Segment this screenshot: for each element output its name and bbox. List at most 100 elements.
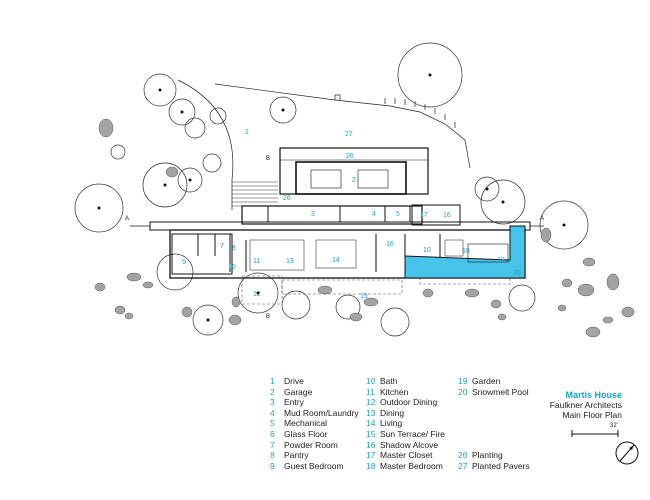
room-label-17: 17	[420, 212, 428, 219]
legend-spacer	[458, 418, 530, 429]
garage-block	[279, 147, 429, 195]
legend-number: 19	[458, 376, 468, 386]
project-name: Martis House	[565, 390, 622, 400]
boulders	[94, 118, 635, 338]
scale-bar	[571, 430, 619, 437]
legend-label: Glass Floor	[284, 428, 328, 439]
legend-number: 15	[366, 428, 376, 439]
legend-label: Shadow Alcove	[380, 439, 439, 450]
room-label-2: 2	[352, 177, 356, 184]
room-label-18: 18	[462, 248, 470, 255]
room-label-26b: 26	[283, 195, 291, 202]
legend-number: 2	[270, 386, 275, 397]
room-label-11: 11	[253, 258, 260, 265]
legend-number: 13	[366, 407, 376, 418]
room-label-3: 3	[311, 211, 315, 218]
floor-plan-drawing: A A B B 1 27 26 2 26 3 4 5 17 16 9 7 8 1…	[74, 42, 635, 338]
legend-spacer	[458, 429, 530, 440]
room-label-27: 27	[345, 131, 353, 138]
room-label-15: 15	[360, 293, 368, 300]
room-label-8: 8	[232, 245, 236, 252]
room-labels: 1 27 26 2 26 3 4 5 17 16 9 7 8 10 11 13 …	[182, 129, 521, 300]
room-label-7: 7	[220, 243, 224, 250]
legend-number: 11	[366, 386, 375, 397]
legend-number: 8	[270, 450, 275, 461]
room-label-10: 10	[228, 264, 236, 271]
section-b-top: B	[266, 156, 270, 162]
legend-number: 4	[270, 407, 275, 418]
legend-label: Outdoor Dining	[380, 397, 438, 408]
legend-item: 26 Planting	[458, 450, 530, 461]
legend-label: Garage	[284, 386, 313, 397]
legend-label: Drive	[284, 376, 304, 386]
room-label-16b: 16	[386, 241, 394, 248]
legend-label: Dining	[380, 407, 405, 418]
legend-number: 1	[270, 376, 275, 386]
section-markers: A A B B	[125, 156, 544, 320]
room-label-19: 19	[497, 257, 505, 264]
legend-item: 6 Glass Floor	[270, 429, 359, 440]
legend-number: 10	[366, 376, 376, 386]
legend-number: 7	[270, 439, 275, 450]
firm-name: Faulkner Architects	[549, 400, 622, 410]
legend-item: 7 Powder Room	[270, 440, 359, 451]
legend-number: 5	[270, 418, 275, 429]
legend-label: Guest Bedroom	[284, 460, 344, 471]
legend-number: 12	[366, 397, 376, 408]
room-label-10b: 10	[423, 247, 431, 254]
room-label-1: 1	[245, 129, 249, 136]
snowmelt-pool	[404, 225, 526, 279]
room-label-9: 9	[182, 259, 186, 266]
north-arrow	[615, 441, 639, 465]
legend-number: 27	[458, 460, 468, 471]
legend-label: Powder Room	[284, 439, 338, 450]
legend-number: 26	[458, 450, 468, 461]
legend-spacer	[458, 440, 530, 451]
legend-item: 3 Entry	[270, 397, 359, 408]
legend-spacer	[458, 397, 530, 408]
legend-label: Planting	[472, 450, 503, 461]
room-label-16: 16	[443, 212, 451, 219]
legend-item: 12 Outdoor Dining	[366, 397, 445, 408]
title-block: Martis House Faulkner Architects Main Fl…	[550, 390, 622, 420]
sheet-name: Main Floor Plan	[562, 410, 622, 420]
room-label-12: 12	[253, 291, 261, 298]
room-label-26: 26	[346, 153, 354, 160]
section-b-bottom: B	[266, 314, 270, 320]
tree-centers	[97, 73, 566, 322]
legend-number: 14	[366, 418, 376, 429]
legend-number: 18	[366, 460, 376, 471]
scale-label: 32'	[610, 423, 618, 429]
legend-number: 20	[458, 386, 468, 397]
legend-item: 18 Master Bedroom	[366, 461, 445, 472]
room-label-20: 20	[513, 270, 521, 277]
legend-item: 1 Drive	[270, 376, 359, 387]
legend-number: 17	[366, 450, 376, 461]
legend-label: Master Closet	[380, 450, 433, 461]
legend-item: 11 Kitchen	[366, 387, 445, 398]
trees	[74, 42, 589, 337]
legend-number: 6	[270, 428, 275, 439]
stairs	[232, 181, 278, 207]
legend-label: Entry	[284, 397, 304, 408]
section-a-left: A	[125, 216, 129, 222]
legend-number: 3	[270, 397, 275, 408]
legend-label: Master Bedroom	[380, 460, 443, 471]
room-label-4: 4	[372, 211, 376, 218]
legend-item: 17 Master Closet	[366, 450, 445, 461]
legend-item: 2 Garage	[270, 387, 359, 398]
legend-label: Kitchen	[380, 386, 409, 397]
legend-label: Living	[380, 418, 403, 429]
